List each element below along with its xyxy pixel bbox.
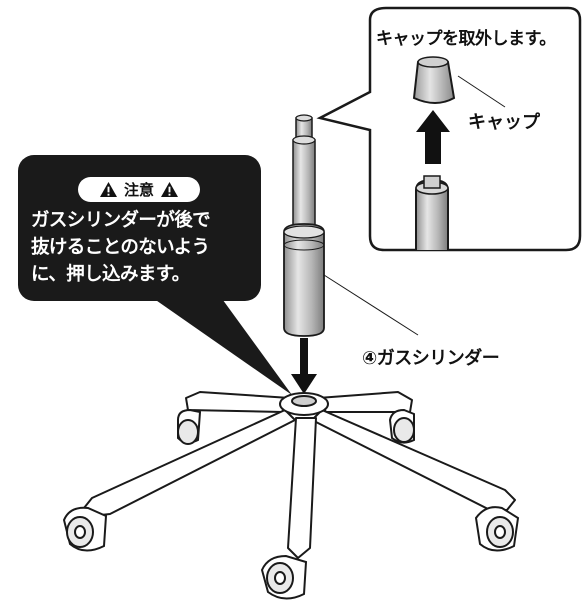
- gas-cylinder-label: ④ガスシリンダー: [362, 348, 500, 369]
- gas-cylinder: [283, 114, 325, 337]
- warning-line: 抜けることのないよう: [31, 237, 210, 258]
- up-arrow-icon: [416, 110, 450, 164]
- warning-header: 注意: [78, 177, 200, 202]
- caster-front-left: [62, 506, 108, 552]
- warning-triangle-icon: [161, 181, 178, 198]
- callout-bubble: [316, 6, 582, 252]
- warning-line: ガスシリンダーが後で: [31, 210, 211, 231]
- caster-front-right: [474, 506, 520, 552]
- warning-line: に、押し込みます。: [31, 264, 190, 285]
- cap-label: キャップ: [468, 112, 540, 133]
- caster-back-left: [177, 408, 202, 445]
- warning-pointer: [150, 296, 292, 395]
- cylinder-leader-line: [323, 274, 419, 336]
- caster-front: [260, 554, 308, 600]
- warning-text: ガスシリンダーが後で 抜けることのないよう に、押し込みます。: [31, 207, 259, 288]
- callout-title: キャップを取外します。: [376, 29, 556, 49]
- warning-header-label: 注意: [123, 181, 154, 199]
- cap-leader-line: [457, 75, 506, 108]
- cylinder-top-illustration: [415, 175, 449, 250]
- down-arrow-icon: [291, 338, 317, 394]
- warning-triangle-icon: [99, 181, 117, 198]
- chair-base: [83, 391, 516, 559]
- caster-back-right: [388, 408, 415, 444]
- cap-illustration: [412, 56, 456, 104]
